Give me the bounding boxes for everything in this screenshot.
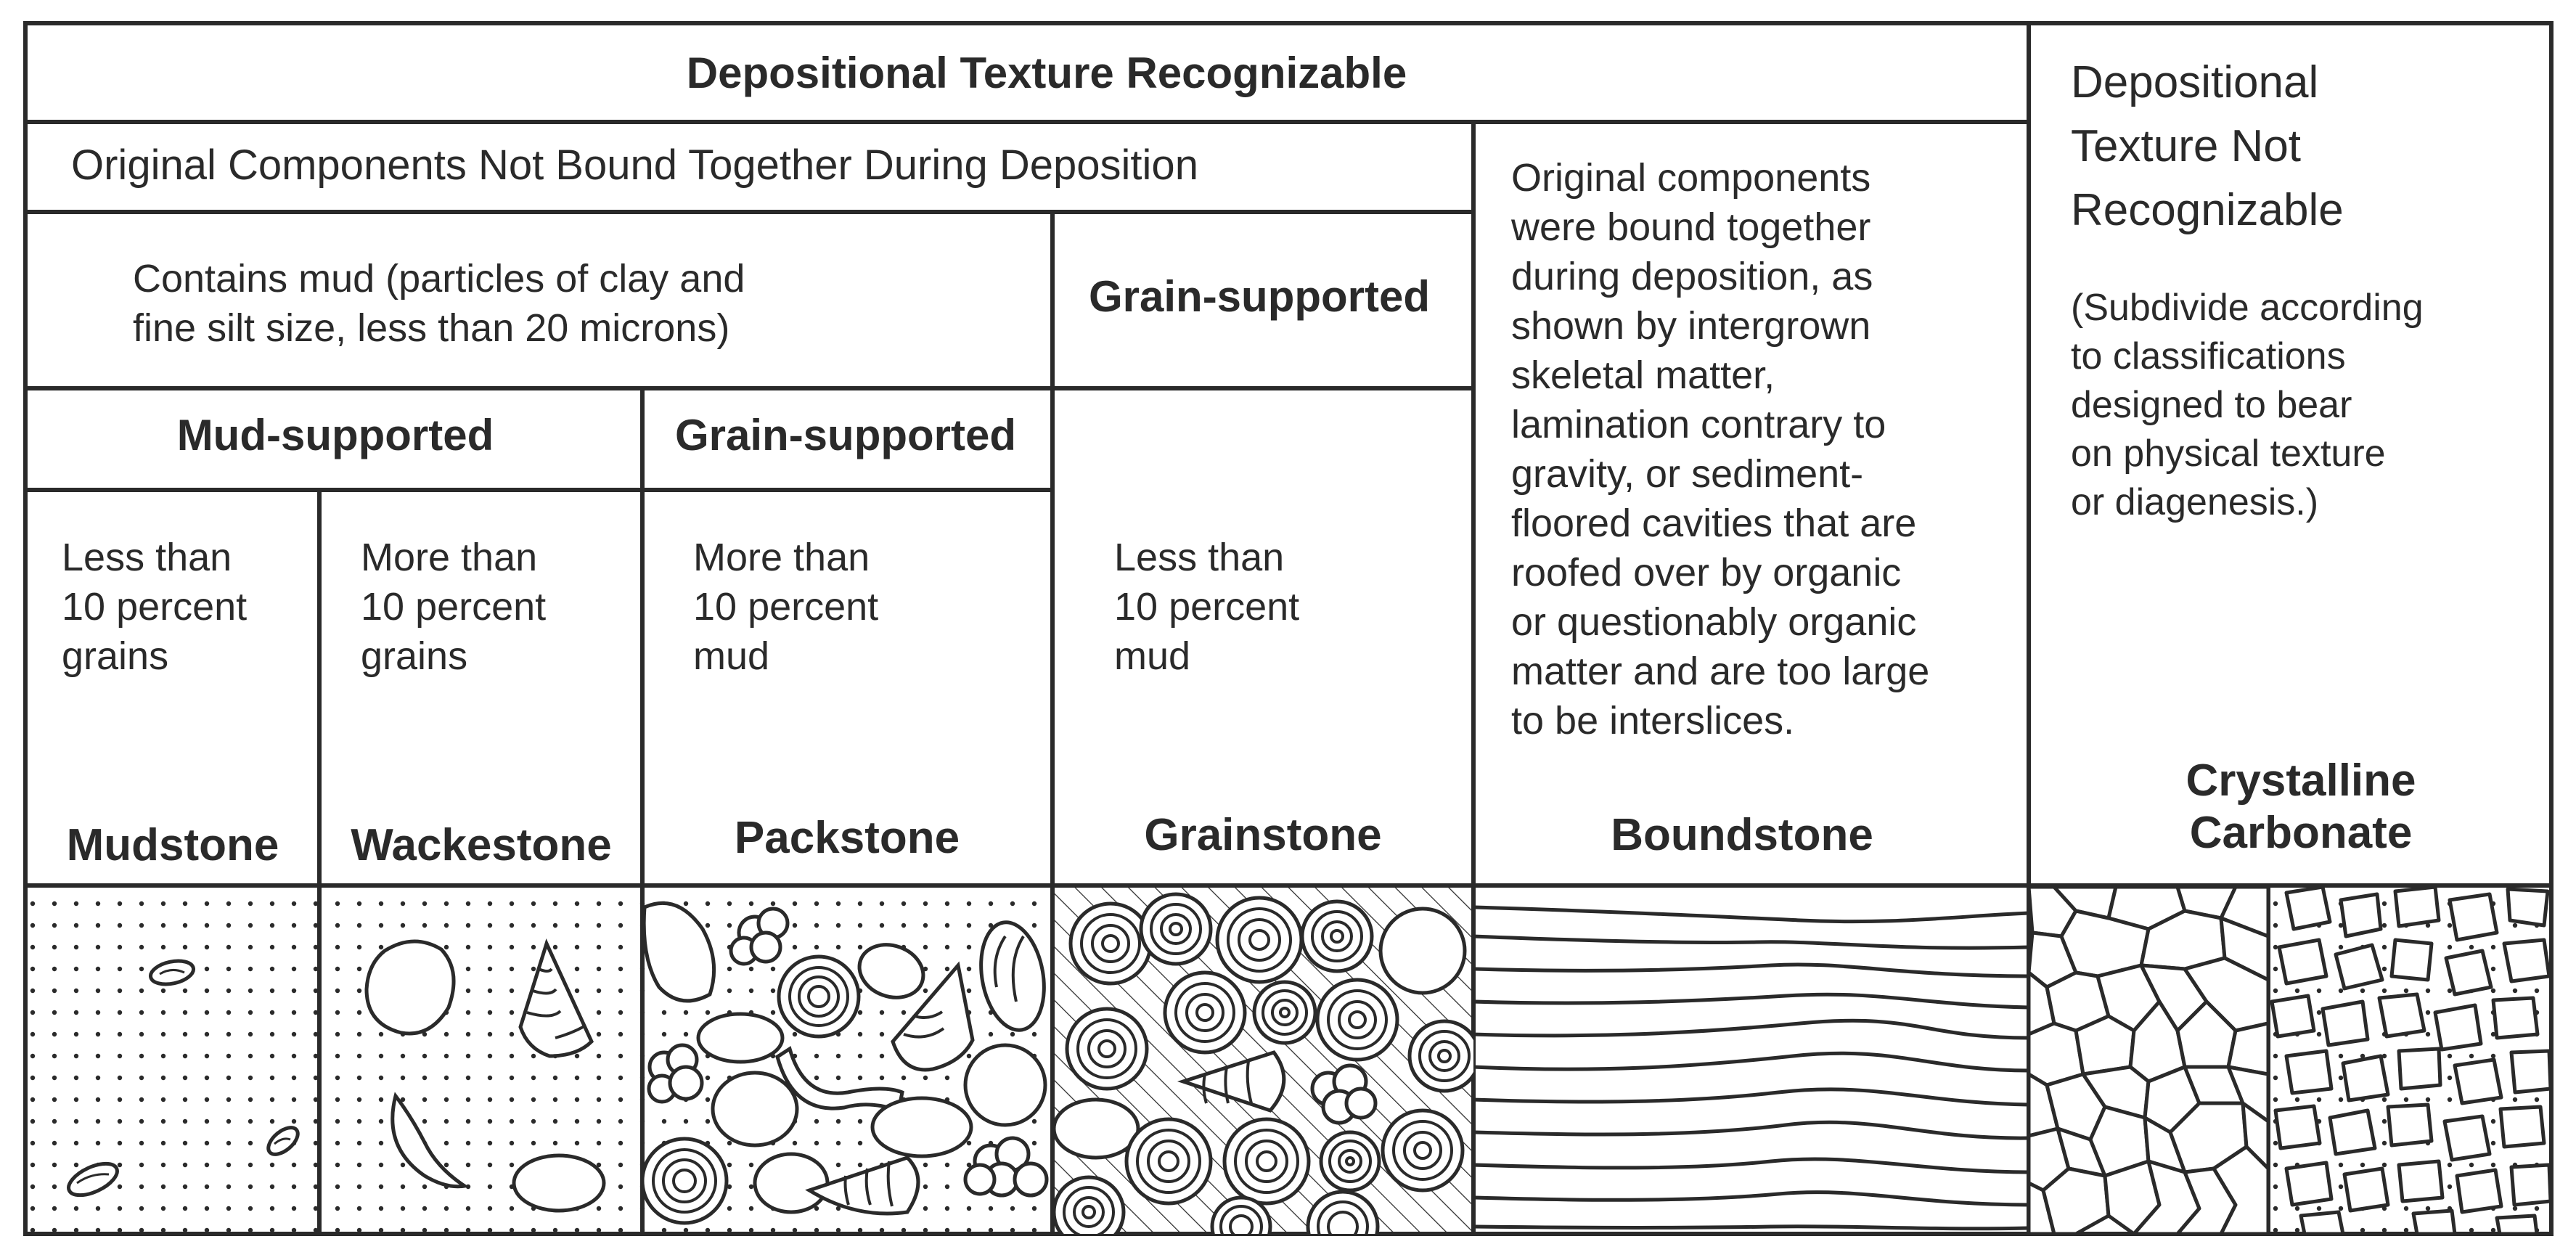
shell-icon <box>391 1092 470 1189</box>
bound-line-2: were bound together <box>1510 205 1870 249</box>
rock-name-crystalline-1: Crystalline <box>2185 756 2416 806</box>
ooid-icon <box>1124 1117 1213 1206</box>
grain-icon <box>1378 907 1467 995</box>
rock-name-crystalline-2: Carbonate <box>2190 808 2413 858</box>
grain-icon <box>148 959 196 986</box>
not-recognizable-note: (Subdivide according to classifications … <box>2071 287 2424 523</box>
wackestone-texture <box>319 885 642 1234</box>
bound-line-6: lamination contrary to <box>1511 403 1886 446</box>
bound-line-12: to be interslices. <box>1511 699 1794 742</box>
not-recognizable-line-3: Recognizable <box>2071 185 2344 235</box>
grain-icon <box>512 1153 606 1213</box>
criteria-mudstone: Less than 10 percent grains <box>62 536 247 678</box>
bound-line-10: or questionably organic <box>1511 600 1916 644</box>
criteria-grainstone: Less than 10 percent mud <box>1114 536 1299 678</box>
diagram-title: Depositional Texture Recognizable <box>687 49 1407 97</box>
gastropod-icon <box>518 938 594 1058</box>
grain-icon <box>1052 1097 1140 1160</box>
note-line-1: (Subdivide according <box>2071 287 2424 329</box>
rock-name-mudstone: Mudstone <box>67 820 279 870</box>
grain-icon <box>642 901 716 1003</box>
grain-icon <box>364 939 456 1036</box>
bound-line-3: during deposition, as <box>1511 255 1873 298</box>
bound-line-1: Original components <box>1511 156 1870 200</box>
rock-name-wackestone: Wackestone <box>351 820 612 870</box>
crystalline-texture-mosaic <box>2029 885 2268 1234</box>
not-recognizable-line-1: Depositional <box>2071 57 2318 107</box>
criteria-line: 10 percent <box>62 585 247 629</box>
criteria-packstone: More than 10 percent mud <box>693 536 878 678</box>
not-bound-label: Original Components Not Bound Together D… <box>71 142 1198 189</box>
rock-name-boundstone: Boundstone <box>1611 810 1873 860</box>
criteria-wackestone: More than 10 percent grains <box>361 536 546 678</box>
grain-icon <box>696 1012 785 1064</box>
grain-supported-heading-packstone: Grain-supported <box>675 411 1016 459</box>
criteria-line: More than <box>361 536 537 579</box>
bound-line-4: shown by intergrown <box>1511 304 1870 348</box>
contains-mud-label: Contains mud (particles of clay and fine… <box>133 257 745 350</box>
ooid-icon <box>1215 896 1304 984</box>
grain-icon <box>67 1161 119 1198</box>
grain-supported-heading-top: Grain-supported <box>1089 272 1430 321</box>
note-line-4: on physical texture <box>2071 433 2386 475</box>
note-line-5: or diagenesis.) <box>2071 481 2318 523</box>
not-recognizable-line-2: Texture Not <box>2071 121 2301 171</box>
bound-line-9: roofed over by organic <box>1511 551 1901 594</box>
ooid-icon <box>642 1137 729 1225</box>
contains-mud-line-2: fine silt size, less than 20 microns) <box>133 306 729 350</box>
criteria-line: 10 percent <box>693 585 878 629</box>
criteria-line: grains <box>62 634 168 678</box>
grain-icon <box>266 1126 300 1156</box>
mudstone-texture <box>25 885 319 1234</box>
criteria-line: grains <box>361 634 467 678</box>
rock-name-packstone: Packstone <box>735 813 960 863</box>
grain-icon <box>753 1152 830 1214</box>
bound-line-11: matter and are too large <box>1511 650 1929 693</box>
bound-line-7: gravity, or sediment- <box>1511 452 1863 496</box>
criteria-line: Less than <box>62 536 232 579</box>
crystalline-texture-rhombs <box>2268 885 2551 1234</box>
grain-icon <box>711 1071 799 1148</box>
grain-icon <box>870 1096 973 1158</box>
criteria-line: More than <box>693 536 870 579</box>
criteria-line: 10 percent <box>361 585 546 629</box>
not-recognizable-header: Depositional Texture Not Recognizable <box>2071 57 2344 235</box>
note-line-3: designed to bear <box>2071 384 2352 426</box>
grain-icon <box>857 943 925 999</box>
bound-line-8: floored cavities that are <box>1511 502 1916 545</box>
criteria-line: 10 percent <box>1114 585 1299 629</box>
ooid-icon <box>1222 1117 1311 1206</box>
criteria-line: mud <box>1114 634 1190 678</box>
note-line-2: to classifications <box>2071 335 2346 377</box>
mud-supported-heading: Mud-supported <box>177 411 494 459</box>
boundstone-texture <box>1473 905 2029 1231</box>
rock-name-grainstone: Grainstone <box>1144 810 1381 860</box>
grainstone-texture <box>1052 885 1473 1234</box>
criteria-line: mud <box>693 634 769 678</box>
grain-icon <box>963 1043 1047 1127</box>
packstone-texture <box>642 885 1052 1234</box>
bound-description: Original components were bound together … <box>1510 156 1929 742</box>
criteria-line: Less than <box>1114 536 1284 579</box>
bound-line-5: skeletal matter, <box>1511 353 1775 397</box>
contains-mud-line-1: Contains mud (particles of clay and <box>133 257 745 300</box>
gastropod-icon <box>1177 1050 1286 1113</box>
